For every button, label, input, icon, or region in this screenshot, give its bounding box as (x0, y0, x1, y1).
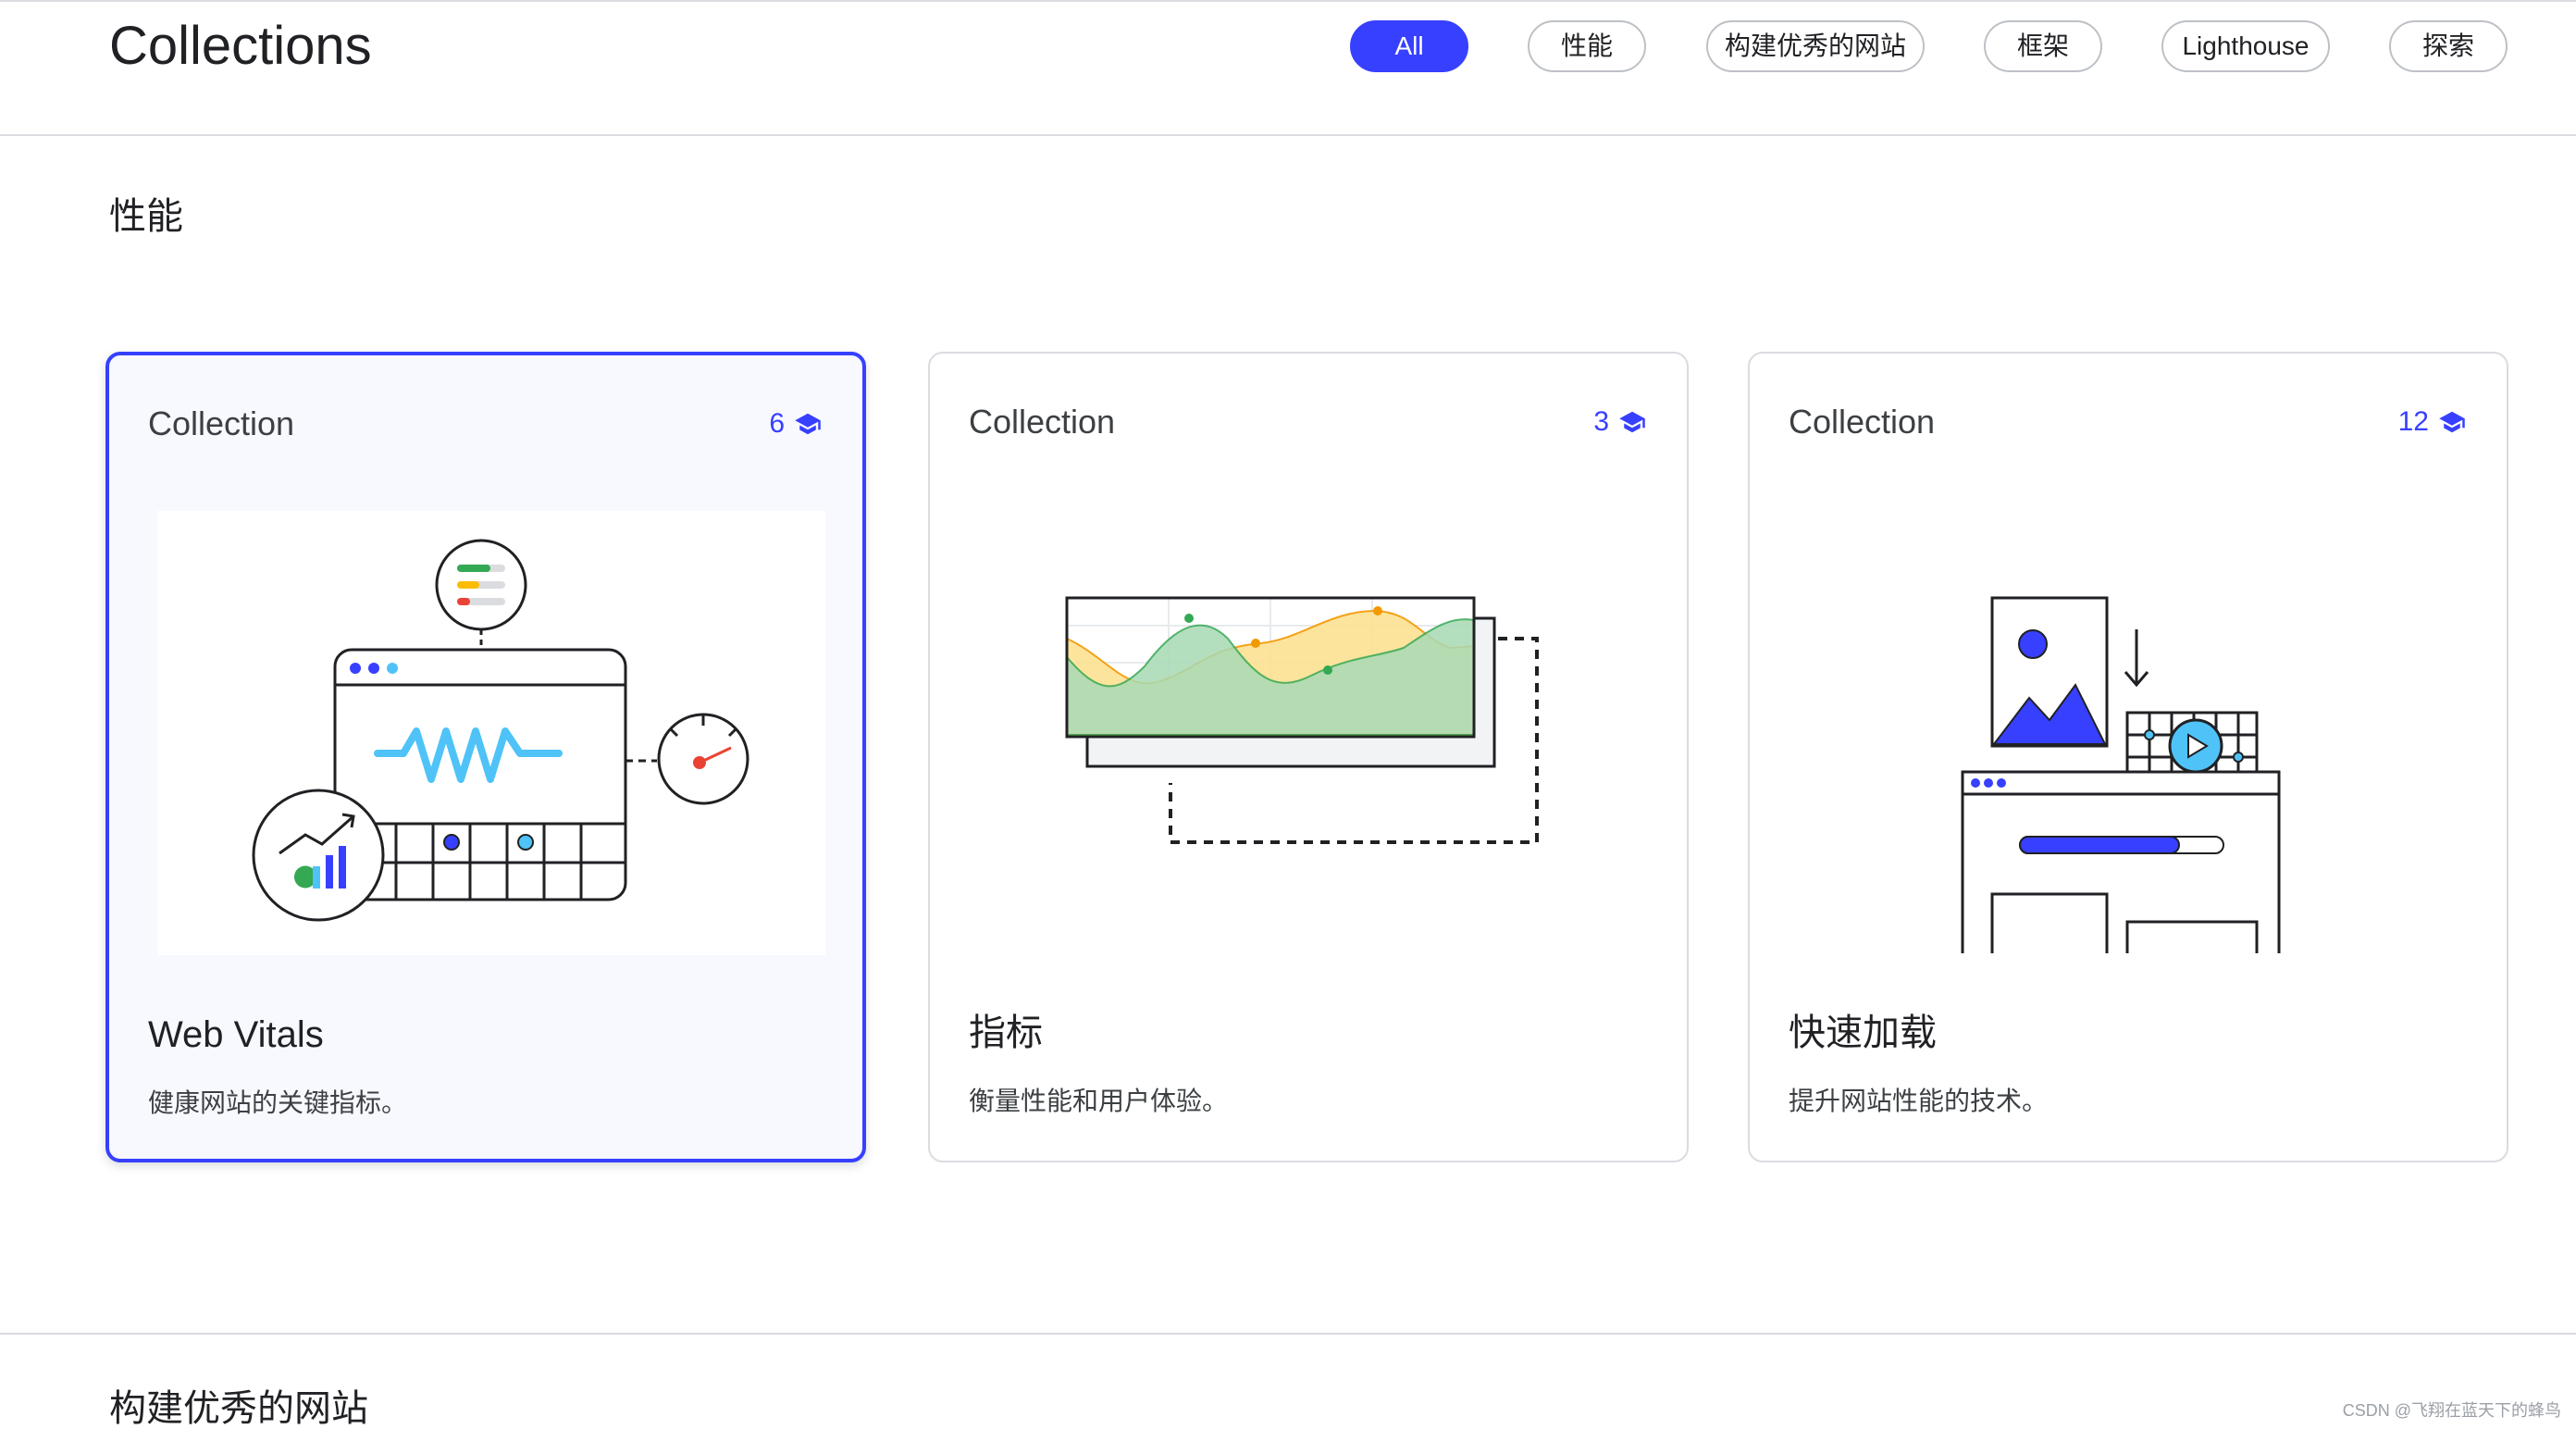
card-description: 提升网站性能的技术。 (1789, 1087, 2049, 1115)
collection-card-metrics[interactable]: Collection 3 (928, 352, 1689, 1162)
card-title: Web Vitals (148, 1014, 324, 1055)
filter-chip-lighthouse[interactable]: Lighthouse (2161, 20, 2330, 72)
metrics-chart-illustration (978, 509, 1646, 953)
card-kicker: Collection (1789, 403, 1936, 441)
card-count: 3 (1593, 402, 1646, 442)
card-count-value: 6 (769, 408, 785, 439)
card-count-value: 3 (1593, 406, 1609, 437)
filter-chip-all[interactable]: All (1350, 20, 1468, 72)
section-title-performance: 性能 (109, 196, 183, 237)
collection-card-web-vitals[interactable]: Collection 6 (105, 352, 866, 1162)
card-count-value: 12 (2397, 406, 2429, 437)
filter-chip-performance[interactable]: 性能 (1528, 20, 1646, 72)
card-count: 12 (2398, 402, 2466, 442)
web-vitals-illustration (157, 511, 825, 955)
section-title-build-great-sites: 构建优秀的网站 (109, 1388, 368, 1429)
page-title: Collections (109, 16, 372, 76)
filter-chip-explore[interactable]: 探索 (2389, 20, 2508, 72)
graduation-cap-icon (795, 413, 821, 435)
filter-chip-build-great-sites[interactable]: 构建优秀的网站 (1706, 20, 1925, 72)
card-description: 衡量性能和用户体验。 (969, 1087, 1229, 1115)
card-kicker: Collection (969, 403, 1116, 441)
filter-chips: All 性能 构建优秀的网站 框架 Lighthouse 探索 (0, 20, 2576, 72)
card-kicker: Collection (148, 404, 295, 442)
fast-load-illustration (1798, 509, 2466, 953)
card-title: 快速加载 (1789, 1013, 1937, 1053)
card-description: 健康网站的关键指标。 (148, 1088, 408, 1117)
card-title: 指标 (969, 1013, 1043, 1053)
watermark: CSDN @飞翔在蓝天下的蜂鸟 (2342, 1401, 2561, 1420)
filter-chip-frameworks[interactable]: 框架 (1984, 20, 2102, 72)
collection-card-fast-load[interactable]: Collection 12 (1748, 352, 2508, 1162)
graduation-cap-icon (2439, 411, 2465, 433)
collections-header: Collections All 性能 构建优秀的网站 框架 Lighthouse… (0, 0, 2576, 136)
graduation-cap-icon (1619, 411, 1645, 433)
section-divider (0, 1333, 2576, 1335)
card-count: 6 (769, 404, 822, 444)
